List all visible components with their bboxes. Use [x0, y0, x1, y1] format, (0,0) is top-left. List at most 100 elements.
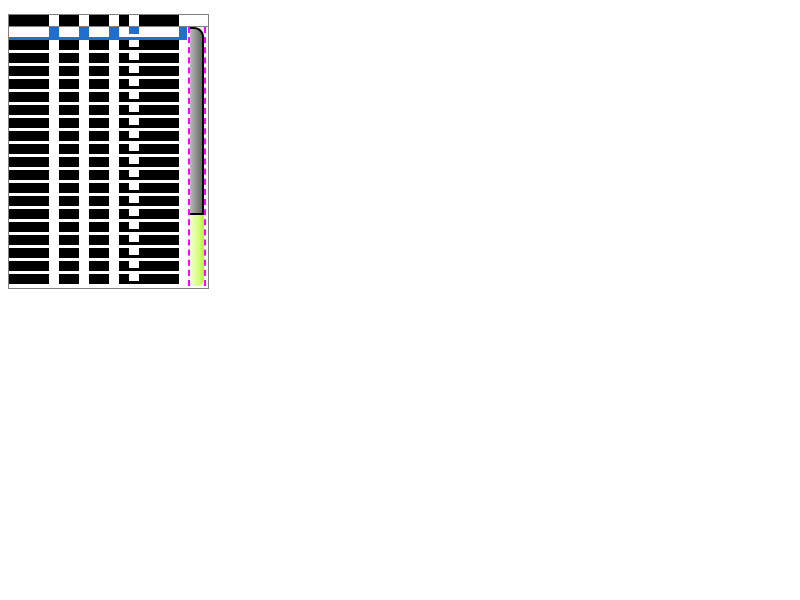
table-cell[interactable] — [139, 144, 179, 154]
table-cell[interactable] — [139, 53, 179, 63]
table-cell[interactable] — [59, 92, 79, 102]
table-cell[interactable] — [119, 274, 129, 284]
table-cell[interactable] — [89, 92, 109, 102]
table-cell[interactable] — [89, 131, 109, 141]
table-cell[interactable] — [59, 79, 79, 89]
table-cell[interactable] — [119, 144, 129, 154]
table-cell[interactable] — [9, 222, 49, 232]
scroll-thumb[interactable] — [190, 27, 204, 213]
table-cell[interactable] — [9, 170, 49, 180]
table-cell[interactable] — [119, 118, 129, 128]
table-cell[interactable] — [119, 40, 129, 50]
table-cell[interactable] — [89, 118, 109, 128]
table-cell[interactable] — [9, 66, 49, 76]
table-cell[interactable] — [119, 235, 129, 245]
table-row[interactable] — [9, 222, 180, 232]
table-cell[interactable] — [139, 196, 179, 206]
table-row[interactable] — [9, 209, 180, 219]
table-cell[interactable] — [119, 157, 129, 167]
table-cell[interactable] — [139, 157, 179, 167]
table-row[interactable] — [9, 157, 180, 167]
vertical-scrollbar[interactable] — [188, 27, 206, 286]
table-row[interactable] — [9, 261, 180, 271]
table-cell[interactable] — [89, 183, 109, 193]
header-cell[interactable] — [119, 15, 129, 26]
table-cell[interactable] — [119, 183, 129, 193]
table-cell[interactable] — [119, 79, 129, 89]
table-cell[interactable] — [59, 170, 79, 180]
table-cell[interactable] — [139, 261, 179, 271]
table-cell[interactable] — [139, 235, 179, 245]
table-cell[interactable] — [139, 118, 179, 128]
table-header[interactable] — [9, 15, 208, 27]
table-cell[interactable] — [9, 131, 49, 141]
table-cell[interactable] — [9, 209, 49, 219]
table-cell[interactable] — [89, 105, 109, 115]
table-cell[interactable] — [59, 40, 79, 50]
table-cell[interactable] — [139, 66, 179, 76]
table-cell[interactable] — [59, 222, 79, 232]
table-cell[interactable] — [89, 209, 109, 219]
table-cell[interactable] — [89, 53, 109, 63]
table-cell[interactable] — [59, 196, 79, 206]
table-cell[interactable] — [9, 235, 49, 245]
table-cell[interactable] — [89, 40, 109, 50]
table-cell[interactable] — [139, 170, 179, 180]
table-cell[interactable] — [59, 235, 79, 245]
table-cell[interactable] — [9, 144, 49, 154]
table-cell[interactable] — [89, 274, 109, 284]
table-cell[interactable] — [59, 274, 79, 284]
table-cell[interactable] — [89, 170, 109, 180]
table-cell[interactable] — [139, 209, 179, 219]
table-cell[interactable] — [9, 274, 49, 284]
table-row[interactable] — [9, 196, 180, 206]
table-cell[interactable] — [119, 105, 129, 115]
table-cell[interactable] — [119, 196, 129, 206]
table-row[interactable] — [9, 131, 180, 141]
table-cell[interactable] — [59, 261, 79, 271]
table-cell[interactable] — [139, 131, 179, 141]
table-cell[interactable] — [139, 274, 179, 284]
table-cell[interactable] — [9, 118, 49, 128]
table-row[interactable] — [9, 92, 180, 102]
table-cell[interactable] — [9, 196, 49, 206]
table-cell[interactable] — [119, 170, 129, 180]
table-row[interactable] — [9, 183, 180, 193]
header-cell[interactable] — [59, 15, 79, 26]
table-row[interactable] — [9, 235, 180, 245]
table-cell[interactable] — [139, 105, 179, 115]
table-cell[interactable] — [119, 248, 129, 258]
table-cell[interactable] — [9, 105, 49, 115]
table-row[interactable] — [9, 274, 180, 284]
table-cell[interactable] — [139, 222, 179, 232]
table-row[interactable] — [9, 144, 180, 154]
table-cell[interactable] — [139, 79, 179, 89]
table-cell[interactable] — [59, 157, 79, 167]
table-cell[interactable] — [119, 222, 129, 232]
table-row[interactable] — [9, 105, 180, 115]
table-cell[interactable] — [89, 144, 109, 154]
table-cell[interactable] — [9, 92, 49, 102]
selected-row[interactable] — [9, 27, 187, 40]
header-cell[interactable] — [139, 15, 179, 26]
header-cell[interactable] — [9, 15, 49, 26]
table-cell[interactable] — [9, 79, 49, 89]
table-cell[interactable] — [59, 183, 79, 193]
scroll-track-lower[interactable] — [190, 213, 204, 286]
table-cell[interactable] — [89, 222, 109, 232]
table-cell[interactable] — [89, 261, 109, 271]
table-cell[interactable] — [119, 209, 129, 219]
table-cell[interactable] — [139, 92, 179, 102]
table-cell[interactable] — [139, 183, 179, 193]
table-row[interactable] — [9, 170, 180, 180]
table-cell[interactable] — [59, 144, 79, 154]
table-cell[interactable] — [89, 79, 109, 89]
header-cell[interactable] — [89, 15, 109, 26]
table-cell[interactable] — [119, 92, 129, 102]
table-cell[interactable] — [119, 261, 129, 271]
table-row[interactable] — [9, 40, 180, 50]
table-cell[interactable] — [59, 131, 79, 141]
table-row[interactable] — [9, 79, 180, 89]
table-row[interactable] — [9, 118, 180, 128]
table-cell[interactable] — [89, 66, 109, 76]
